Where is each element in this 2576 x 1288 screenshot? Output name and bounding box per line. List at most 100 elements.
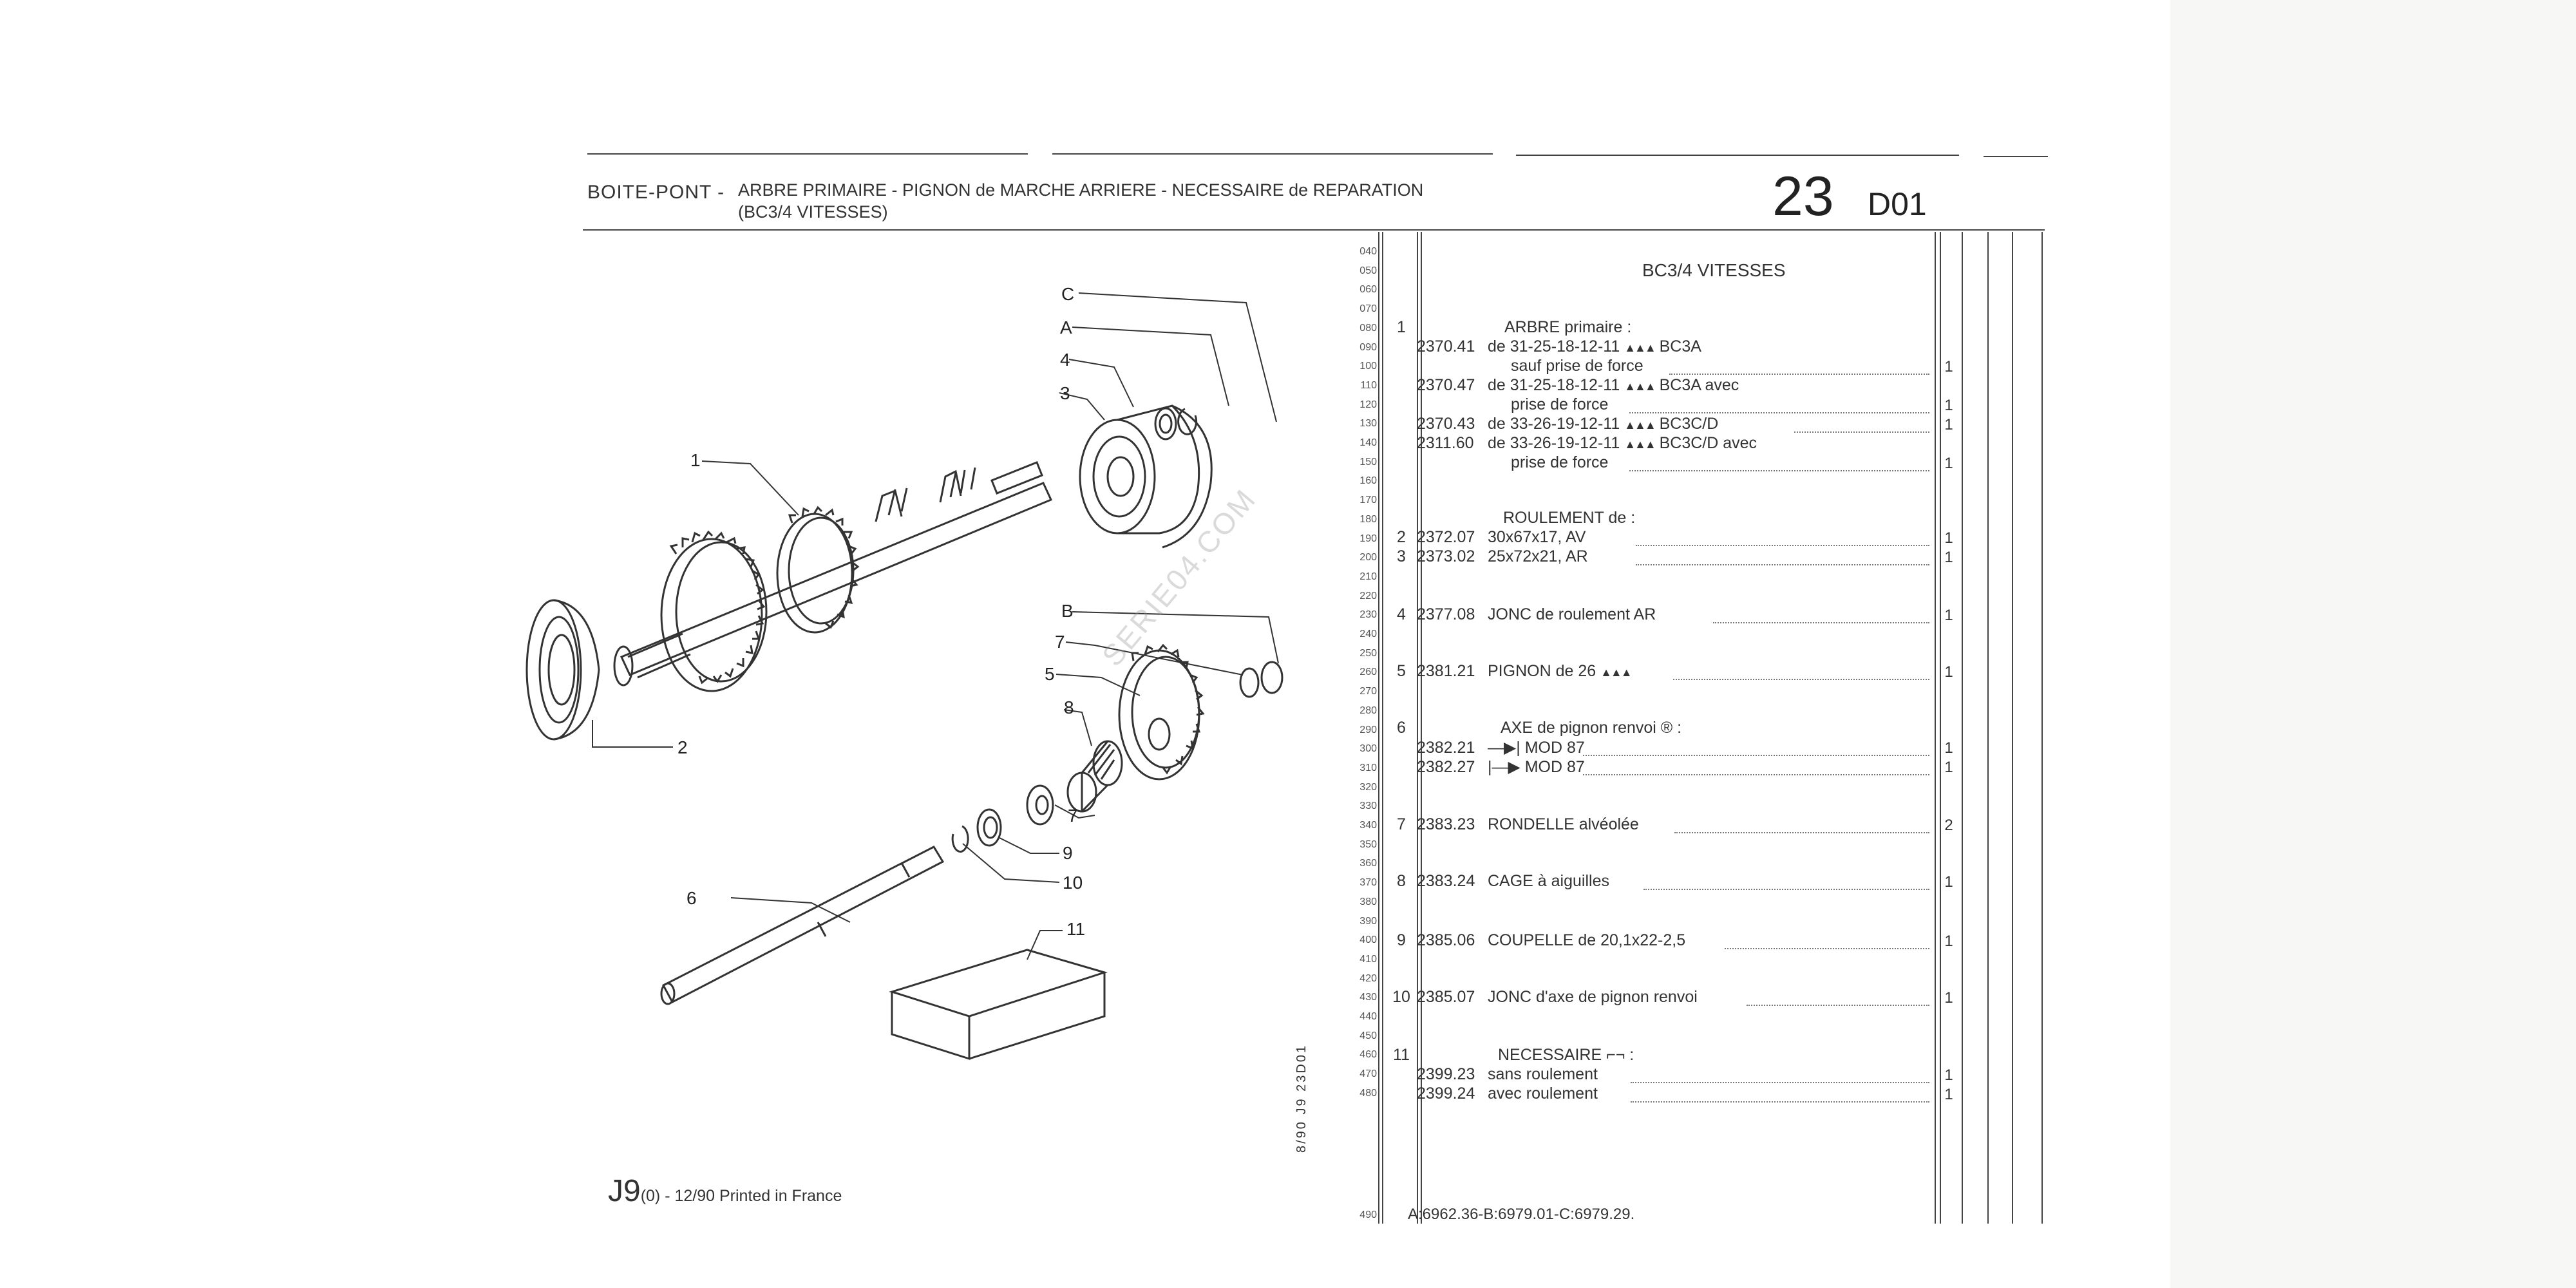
line-number: 120 [1359, 399, 1377, 410]
side-code: 8/90 J9 23D01 [1294, 1043, 1309, 1153]
line-number: 240 [1359, 629, 1377, 639]
header-bottom-rule [583, 229, 2045, 231]
ref-8: 8 [1397, 872, 1406, 890]
ref-10: 10 [1392, 988, 1410, 1006]
leader-dots [1629, 469, 1929, 471]
line-number: 220 [1359, 590, 1377, 601]
qty-2383-23: 2 [1944, 817, 1953, 834]
line-number: 160 [1359, 475, 1377, 487]
leader-dots [1636, 544, 1929, 546]
part-heading-arbre: ARBRE primaire : [1504, 318, 1632, 336]
svg-text:10: 10 [1063, 873, 1083, 893]
page-subtitle: ARBRE PRIMAIRE - PIGNON de MARCHE ARRIER… [738, 179, 1423, 223]
ref-4: 4 [1397, 605, 1406, 623]
bearing-3-drawing [1079, 404, 1213, 549]
qty-2385-07: 1 [1944, 989, 1953, 1007]
line-number: 190 [1359, 533, 1377, 544]
edition-footer: J9(0) - 12/90 Printed in France [608, 1173, 842, 1209]
leader-dots [1583, 753, 1929, 756]
part-heading-necessaire: NECESSAIRE ⌐¬ : [1498, 1046, 1634, 1064]
line-number: 430 [1359, 992, 1377, 1003]
svg-text:7: 7 [1068, 806, 1078, 826]
part-row-2382-27: 2382.27|—▶ MOD 87 [1417, 758, 1585, 776]
line-number: 210 [1359, 571, 1377, 582]
svg-text:1: 1 [690, 450, 701, 470]
leader-dots [1636, 563, 1929, 565]
qty-2385-06: 1 [1944, 933, 1953, 950]
exploded-parts-diagram: C A 4 3 1 2 B 7 5 8 7 9 10 6 11 [489, 245, 1346, 1249]
line-number: 370 [1359, 877, 1377, 889]
leader-dots [1631, 1081, 1929, 1083]
ref-1: 1 [1397, 318, 1406, 336]
ref-6: 6 [1397, 719, 1406, 737]
table-line-7 [1962, 232, 1963, 1224]
table-line-8 [1987, 232, 1989, 1224]
leader-dots [1794, 430, 1929, 433]
line-number: 170 [1359, 495, 1377, 506]
washer-a-drawing [1154, 407, 1177, 440]
part-heading-axe: AXE de pignon renvoi ® : [1501, 719, 1682, 737]
top-rule-4 [1984, 156, 2048, 157]
qty-2373-02: 1 [1944, 549, 1953, 566]
line-number: 340 [1359, 820, 1377, 831]
line-number: 080 [1359, 322, 1377, 334]
line-number: 110 [1360, 379, 1377, 391]
repair-kit-11-drawing [888, 949, 1108, 1061]
section-number: 23 [1772, 166, 1834, 227]
svg-text:6: 6 [687, 888, 697, 908]
line-number: 180 [1359, 513, 1377, 525]
line-number: 250 [1359, 647, 1377, 659]
table-title: BC3/4 VITESSES [1642, 260, 1786, 280]
needle-cage-8-drawing [1066, 740, 1123, 813]
line-number: 300 [1359, 743, 1377, 755]
line-number: 200 [1359, 552, 1377, 564]
qty-2399-24: 1 [1944, 1086, 1953, 1103]
leader-dots [1631, 1100, 1929, 1103]
line-number: 130 [1359, 418, 1377, 430]
reverse-pinion-5-drawing [1118, 643, 1205, 781]
line-number: 450 [1359, 1030, 1377, 1041]
leader-dots [1673, 677, 1929, 680]
ref-3: 3 [1397, 547, 1406, 565]
svg-text:9: 9 [1063, 843, 1073, 863]
qty-2377-08: 1 [1944, 607, 1953, 624]
idler-shaft-6-drawing [660, 846, 945, 1005]
qty-2370-47: 1 [1944, 397, 1953, 414]
top-rule-2 [1052, 153, 1493, 155]
qty-2381-21: 1 [1944, 663, 1953, 681]
catalog-page: BOITE-PONT - ARBRE PRIMAIRE - PIGNON de … [489, 153, 2048, 1249]
line-number: 400 [1359, 934, 1377, 946]
footer-references: A:6962.36-B:6979.01-C:6979.29. [1408, 1206, 1635, 1223]
qty-2370-41: 1 [1944, 358, 1953, 375]
line-number: 470 [1359, 1068, 1377, 1080]
ref-9: 9 [1397, 931, 1406, 949]
leader-dots [1713, 621, 1929, 623]
table-line-2 [1382, 232, 1383, 1224]
line-number: 390 [1359, 915, 1377, 927]
qty-2382-27: 1 [1944, 759, 1953, 776]
edition-code: J9 [608, 1174, 641, 1208]
ref-5: 5 [1397, 662, 1406, 680]
table-line-9 [2012, 232, 2013, 1224]
line-number: 320 [1359, 781, 1377, 793]
line-number: 270 [1359, 686, 1377, 697]
top-rule-1 [587, 153, 1028, 155]
line-number: 480 [1359, 1087, 1377, 1099]
line-number: 040 [1359, 246, 1377, 257]
line-number: 100 [1359, 361, 1377, 372]
qty-2382-21: 1 [1944, 739, 1953, 757]
line-number: 230 [1359, 609, 1377, 621]
line-number: 280 [1359, 705, 1377, 716]
line-number: 150 [1359, 456, 1377, 468]
